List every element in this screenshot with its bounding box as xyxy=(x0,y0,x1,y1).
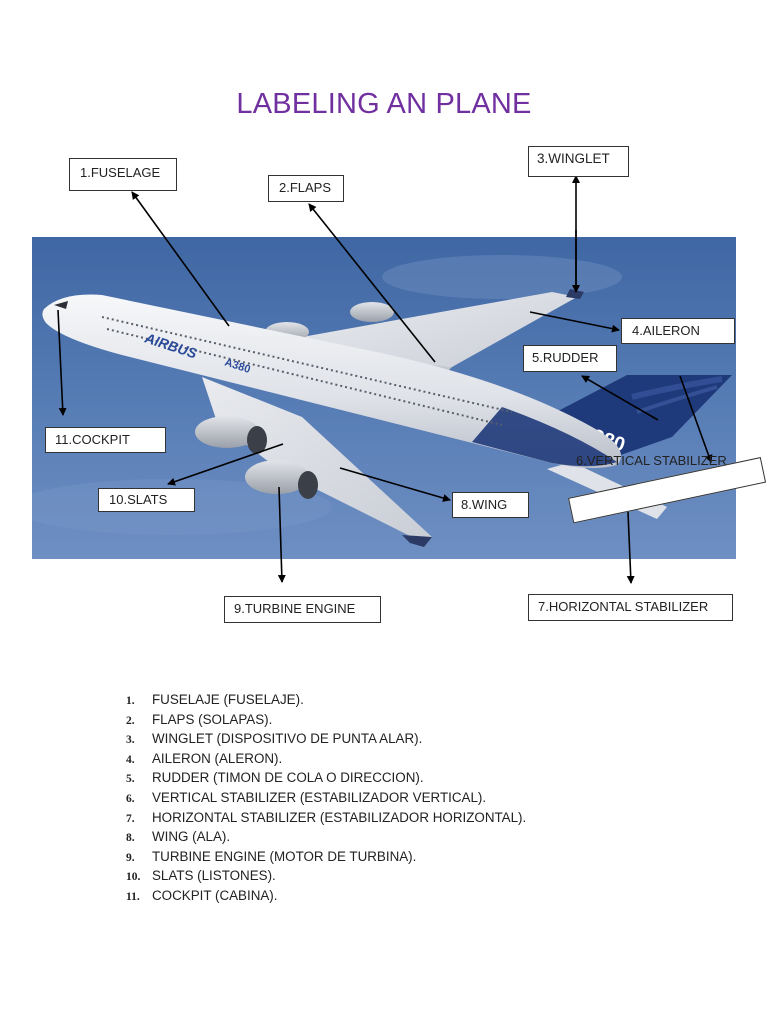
label-rudder: 5.RUDDER xyxy=(523,345,617,372)
fuselage xyxy=(42,294,622,469)
label-slats: 10.SLATS xyxy=(98,488,195,512)
page-title: LABELING AN PLANE xyxy=(236,88,532,120)
list-item: 7.HORIZONTAL STABILIZER (ESTABILIZADOR H… xyxy=(126,809,527,825)
label-cockpit: 11.COCKPIT xyxy=(45,427,166,453)
label-turbine-engine: 9.TURBINE ENGINE xyxy=(224,596,381,623)
list-item: 2.FLAPS (SOLAPAS). xyxy=(126,711,273,727)
list-item: 5.RUDDER (TIMON DE COLA O DIRECCION). xyxy=(126,770,424,786)
list-item: 3.WINGLET (DISPOSITIVO DE PUNTA ALAR). xyxy=(126,731,423,747)
label-wing: 8.WING xyxy=(452,492,529,518)
glossary-list: 1.FUSELAJE (FUSELAJE). 2.FLAPS (SOLAPAS)… xyxy=(126,692,526,908)
list-item: 9.TURBINE ENGINE (MOTOR DE TURBINA). xyxy=(126,848,417,864)
label-flaps: 2.FLAPS xyxy=(268,175,344,202)
label-aileron: 4.AILERON xyxy=(621,318,735,344)
list-item: 8.WING (ALA). xyxy=(126,829,231,845)
list-item: 1.FUSELAJE (FUSELAJE). xyxy=(126,692,304,707)
list-item: 6.VERTICAL STABILIZER (ESTABILIZADOR VER… xyxy=(126,789,487,805)
list-item: 11.COCKPIT (CABINA). xyxy=(126,887,278,903)
label-fuselage: 1.FUSELAGE xyxy=(69,158,177,191)
list-item: 10.SLATS (LISTONES). xyxy=(126,868,276,884)
label-horizontal-stabilizer: 7.HORIZONTAL STABILIZER xyxy=(528,594,733,621)
label-winglet: 3.WINGLET xyxy=(528,146,629,177)
label-vertical-stabilizer: 6.VERTICAL STABILIZER xyxy=(576,453,727,468)
list-item: 4.AILERON (ALERON). xyxy=(126,750,283,766)
